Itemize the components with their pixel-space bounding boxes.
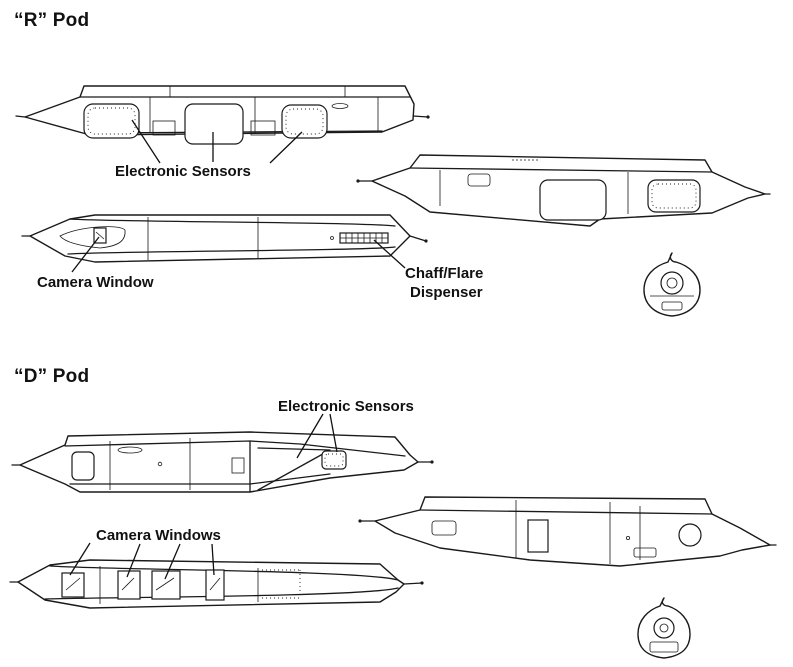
electronic-sensor-panel	[184, 103, 244, 145]
leader-line	[329, 413, 338, 453]
electronic-sensor-panel	[647, 179, 701, 213]
leader-line	[296, 413, 324, 459]
r-pod-top-view	[21, 214, 428, 263]
leader-line	[126, 543, 141, 578]
chaff-flare-label: Chaff/Flare	[405, 265, 484, 282]
leader-line	[71, 236, 100, 273]
electronic-sensors-label: Electronic Sensors	[115, 163, 251, 180]
camera-windows-label: Camera Windows	[96, 527, 221, 544]
d-pod-title: “D” Pod	[14, 366, 90, 387]
d-electronic-sensors-label: Electronic Sensors	[278, 398, 414, 415]
r-pod-side-view	[15, 85, 430, 145]
dispenser-label: Dispenser	[410, 284, 483, 301]
d-pod-perspective-view	[358, 496, 777, 567]
leader-line	[69, 542, 91, 576]
d-pod-side-view	[11, 431, 434, 493]
r-pod-front-view	[643, 252, 701, 317]
camera-window	[205, 569, 225, 601]
leader-line	[164, 543, 181, 580]
electronic-sensor-panel	[281, 104, 328, 139]
leader-line	[131, 119, 161, 164]
electronic-sensor-panel	[83, 103, 140, 139]
camera-window-label: Camera Window	[37, 274, 154, 291]
d-pod-front-view	[637, 597, 691, 659]
electronic-sensor-panel	[321, 450, 347, 470]
r-pod-perspective-view	[356, 154, 771, 227]
leader-line	[269, 131, 303, 164]
chaff-flare-dispenser	[339, 232, 389, 244]
camera-window	[61, 572, 85, 598]
r-pod-title: “R” Pod	[14, 10, 90, 31]
leader-line	[373, 239, 406, 269]
d-pod-top-view	[9, 559, 424, 609]
leader-line	[211, 543, 215, 576]
camera-window	[117, 570, 141, 600]
